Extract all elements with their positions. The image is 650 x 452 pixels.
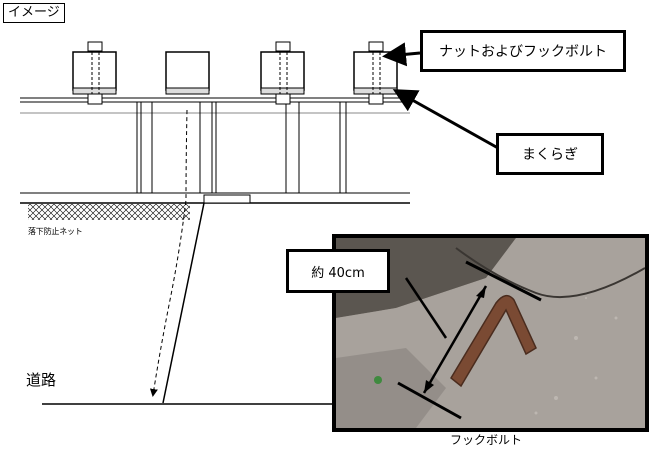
callout-arrow-nut: [382, 42, 421, 67]
pier-line: [162, 202, 205, 404]
measure-bottom-line: [397, 381, 462, 420]
hook-bolt-shape: [450, 294, 537, 388]
bearing-plate: [203, 194, 251, 204]
measure-top-line: [465, 260, 542, 302]
callout-sleeper: まくらぎ: [496, 133, 604, 175]
falling-path: [149, 109, 188, 397]
photo-caption: フックボルト: [450, 433, 523, 447]
fall-net-hatch: [28, 204, 190, 220]
callout-length: 約 40cm: [286, 249, 390, 293]
sleeper-block-4: [353, 41, 398, 105]
girder-frame: [136, 102, 347, 193]
callout-arrow-sleeper: [392, 89, 499, 150]
fall-net-label: 落下防止ネット: [28, 227, 83, 236]
sleeper-block-1: [72, 41, 117, 105]
callout-nut-hook-bolt: ナットおよびフックボルト: [420, 30, 626, 72]
image-tag: イメージ: [3, 3, 65, 23]
measure-arrow: [422, 285, 488, 394]
sleeper-block-3: [260, 41, 305, 105]
sleeper-block-2: [165, 51, 210, 95]
length-leader-line: [404, 277, 448, 339]
photo-scene: [336, 238, 645, 428]
bridge-deck: [20, 97, 410, 204]
road-label: 道路: [26, 371, 57, 389]
